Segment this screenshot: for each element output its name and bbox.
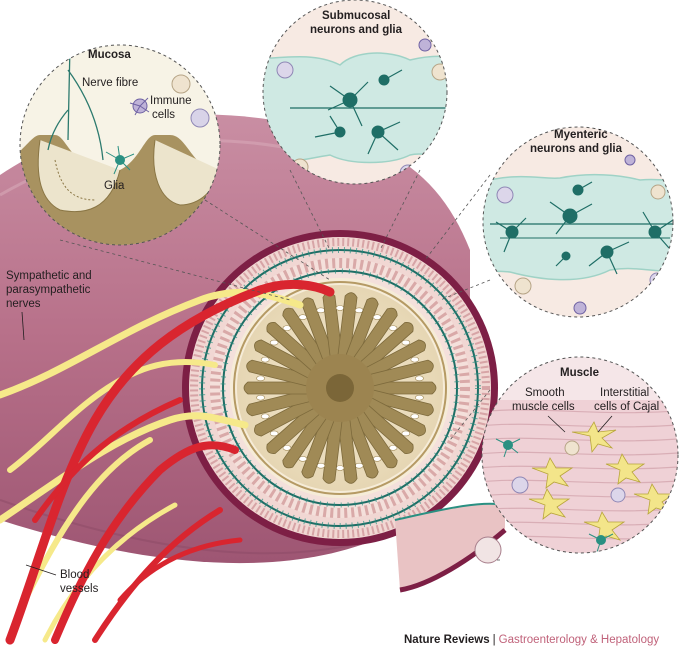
villus (282, 408, 329, 469)
icc-label-1: Interstitial (600, 387, 649, 399)
glia-cell (105, 145, 135, 175)
blood-vessels (5, 279, 335, 645)
nerves-label: Sympathetic and parasympathetic nerves (6, 270, 92, 341)
crypt-lumen (269, 430, 279, 437)
crypt-lumen (401, 430, 411, 437)
smooth-muscle-label-1: Smooth (525, 387, 565, 399)
crypt-lumen (388, 325, 398, 331)
muscle-title: Muscle (560, 367, 599, 379)
villus (246, 359, 313, 388)
submucosal-panel: Submucosal neurons and glia (262, 0, 448, 185)
muscle-panel-cells (495, 438, 626, 553)
nerves (0, 288, 304, 643)
villus (322, 416, 343, 484)
immune-cells-label-2: cells (152, 109, 175, 121)
tube-cut-edge (394, 502, 507, 593)
submucosal-title-2: neurons and glia (310, 24, 403, 36)
crypt-lumen (372, 456, 382, 462)
villus (344, 413, 379, 479)
crypt-lumen (354, 307, 364, 314)
villus (367, 359, 434, 388)
cross-section (182, 230, 498, 546)
myenteric-neurons (495, 181, 673, 275)
villus (363, 339, 426, 380)
crypt-lumen (316, 462, 326, 469)
villus (357, 402, 414, 454)
villus (367, 388, 434, 417)
crypt-lumen (354, 462, 364, 469)
interstitial-cells-of-cajal (528, 421, 676, 543)
mucosa-panel: Mucosa Nerve fibre Immune cells Glia (19, 44, 221, 246)
crypt-lumen (260, 413, 270, 420)
muscle-panel: Muscle Smooth muscle cells Interstitial … (481, 356, 679, 554)
crypt-lumen (415, 375, 424, 382)
villus (337, 416, 358, 484)
nerves-label-line-3: nerves (6, 298, 41, 310)
villus (344, 297, 379, 363)
immune-cells (129, 74, 210, 128)
crypt-lumen (335, 305, 345, 311)
villi (243, 292, 437, 484)
nerves-label-line-1: Sympathetic and (6, 270, 92, 282)
nerve-fibre-label: Nerve fibre (82, 77, 138, 89)
mucosa-title: Mucosa (88, 49, 131, 61)
villus (351, 307, 398, 368)
villus (243, 381, 311, 395)
glia-label: Glia (104, 180, 125, 192)
villus (254, 339, 317, 380)
vessels-label-line-2: vessels (60, 583, 99, 595)
myenteric-title-1: Myenteric (554, 129, 608, 141)
villus (282, 307, 329, 368)
nerves-label-line-2: parasympathetic (6, 284, 91, 296)
villus (266, 322, 323, 374)
crypt-lumen (282, 445, 292, 451)
crypt-lumen (298, 314, 308, 320)
myenteric-panel: Myenteric neurons and glia (482, 126, 674, 318)
submucosal-title-1: Submucosal (322, 10, 390, 22)
villus (357, 322, 414, 374)
journal-name: Gastroenterology & Hepatology (498, 634, 660, 646)
smooth-muscle-label-2: muscle cells (512, 401, 575, 413)
villus (369, 381, 437, 395)
villus (363, 396, 426, 437)
icc-label-2: cells of Cajal (594, 401, 659, 413)
crypt-lumen (256, 375, 265, 382)
crypt-lumen (410, 413, 420, 420)
villus (246, 388, 313, 417)
publisher-name: Nature Reviews (404, 634, 490, 646)
vessels-label-line-1: Blood (60, 569, 89, 581)
villus (351, 408, 398, 469)
crypt-lumen (316, 307, 326, 314)
vessels-label: Blood vessels (25, 564, 99, 595)
crypt-lumen (415, 394, 424, 401)
crypt-lumen (401, 339, 411, 346)
crypt-lumen (335, 465, 345, 471)
myenteric-title-2: neurons and glia (530, 143, 623, 155)
crypt-lumen (256, 394, 265, 401)
figure-credit: Nature Reviews|Gastroenterology & Hepato… (404, 634, 659, 646)
villus (301, 413, 336, 479)
crypt-lumen (410, 356, 420, 363)
villus (266, 402, 323, 454)
crypt-lumen (269, 339, 279, 346)
connector-lines (59, 169, 500, 561)
credit-separator: | (492, 634, 496, 646)
crypt-lumen (260, 356, 270, 363)
villus (254, 396, 317, 437)
submucosal-neurons (314, 69, 403, 155)
immune-cells-label-1: Immune (150, 95, 192, 107)
villus (337, 292, 358, 360)
